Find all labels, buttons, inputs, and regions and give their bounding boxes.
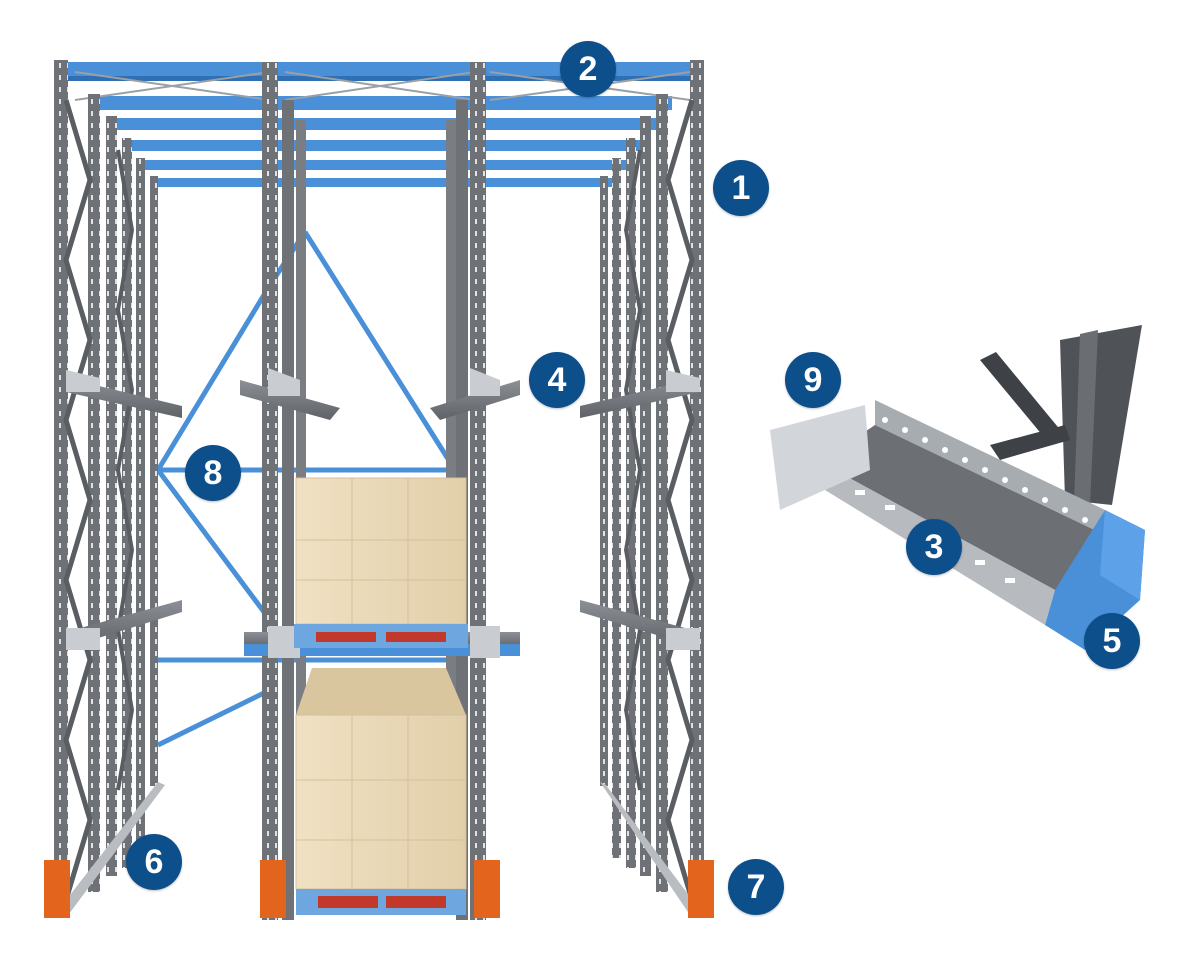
guide-rails (52, 782, 706, 918)
top-beams (62, 62, 694, 187)
callout-7-badge: 7 (728, 859, 784, 915)
upper-pallet-load (294, 477, 468, 648)
callout-4-badge: 4 (529, 352, 585, 408)
callout-5-badge: 5 (1084, 613, 1140, 669)
callout-3-badge: 3 (906, 519, 962, 575)
upper-load-rails (66, 368, 700, 420)
callout-6-badge: 6 (126, 834, 182, 890)
callout-1-badge: 1 (713, 160, 769, 216)
upright-protectors (44, 860, 714, 918)
lower-pallet-load (295, 668, 467, 915)
right-uprights (600, 60, 704, 918)
callout-9-badge: 9 (785, 352, 841, 408)
left-uprights (54, 60, 158, 918)
callout-8-badge: 8 (185, 445, 241, 501)
callout-2-badge: 2 (560, 41, 616, 97)
